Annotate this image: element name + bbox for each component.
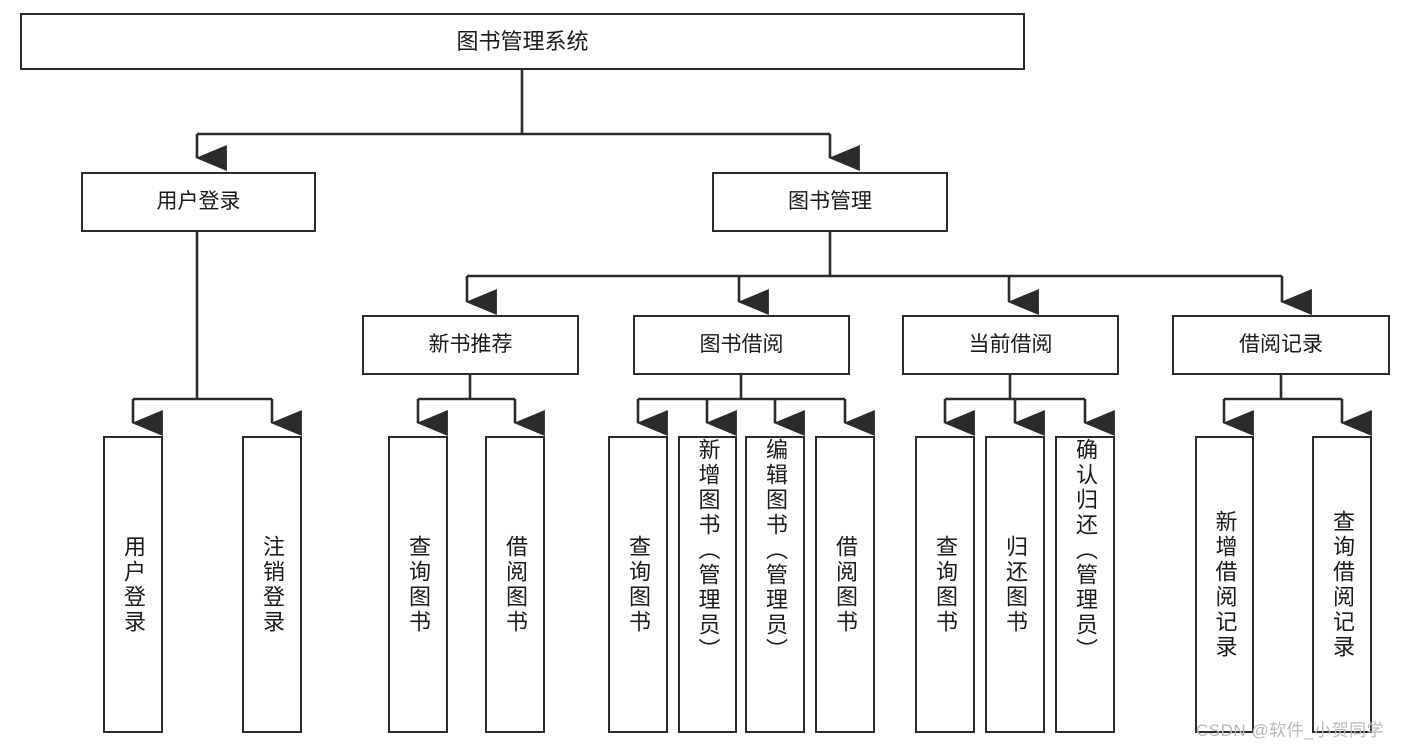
node-label: 图书管理 (788, 189, 872, 213)
node-leaf-logout-login[interactable]: 注销登录 (242, 436, 302, 733)
node-label: 编辑图书（管理员） (763, 438, 788, 663)
node-label: 用户登录 (156, 189, 241, 213)
node-leaf-borrow-book-1[interactable]: 借阅图书 (485, 436, 545, 733)
csdn-watermark: CSDN @软件_小贺同学 (1196, 721, 1385, 740)
node-borrow-record[interactable]: 借阅记录 (1172, 315, 1390, 375)
node-label: 新增借阅记录 (1212, 509, 1238, 660)
node-label: 新书推荐 (428, 332, 513, 356)
node-leaf-return-book[interactable]: 归还图书 (985, 436, 1045, 733)
node-label: 借阅图书 (503, 534, 528, 635)
node-label: 图书借阅 (699, 332, 784, 356)
node-new-book-recommend[interactable]: 新书推荐 (362, 315, 579, 375)
node-leaf-query-book-1[interactable]: 查询图书 (388, 436, 448, 733)
node-root-system[interactable]: 图书管理系统 (20, 13, 1025, 70)
node-leaf-edit-book[interactable]: 编辑图书（管理员） (745, 436, 805, 733)
node-label: 注销登录 (260, 534, 285, 635)
node-label: 借阅记录 (1239, 332, 1323, 356)
node-book-manage[interactable]: 图书管理 (712, 172, 948, 232)
node-label: 当前借阅 (968, 332, 1053, 356)
node-leaf-add-book[interactable]: 新增图书（管理员） (678, 436, 737, 733)
node-leaf-confirm-return[interactable]: 确认归还（管理员） (1055, 436, 1115, 733)
node-leaf-query-book-2[interactable]: 查询图书 (608, 436, 668, 733)
node-leaf-query-book-3[interactable]: 查询图书 (915, 436, 975, 733)
node-user-login[interactable]: 用户登录 (81, 172, 316, 232)
node-leaf-add-borrow-record[interactable]: 新增借阅记录 (1195, 436, 1254, 733)
node-leaf-borrow-book-2[interactable]: 借阅图书 (815, 436, 875, 733)
node-leaf-user-login[interactable]: 用户登录 (103, 436, 163, 733)
node-label: 归还图书 (1003, 534, 1028, 635)
node-label: 借阅图书 (833, 534, 858, 635)
node-label: 查询图书 (406, 534, 431, 635)
node-leaf-query-borrow-record[interactable]: 查询借阅记录 (1312, 436, 1372, 733)
node-label: 图书管理系统 (456, 28, 589, 54)
node-label: 确认归还（管理员） (1073, 438, 1098, 663)
node-label: 查询图书 (626, 534, 651, 635)
node-label: 新增图书（管理员） (695, 438, 721, 663)
node-book-borrow[interactable]: 图书借阅 (633, 315, 850, 375)
node-current-borrow[interactable]: 当前借阅 (902, 315, 1119, 375)
node-label: 查询图书 (933, 534, 958, 635)
node-label: 用户登录 (121, 534, 146, 635)
node-label: 查询借阅记录 (1330, 509, 1355, 660)
